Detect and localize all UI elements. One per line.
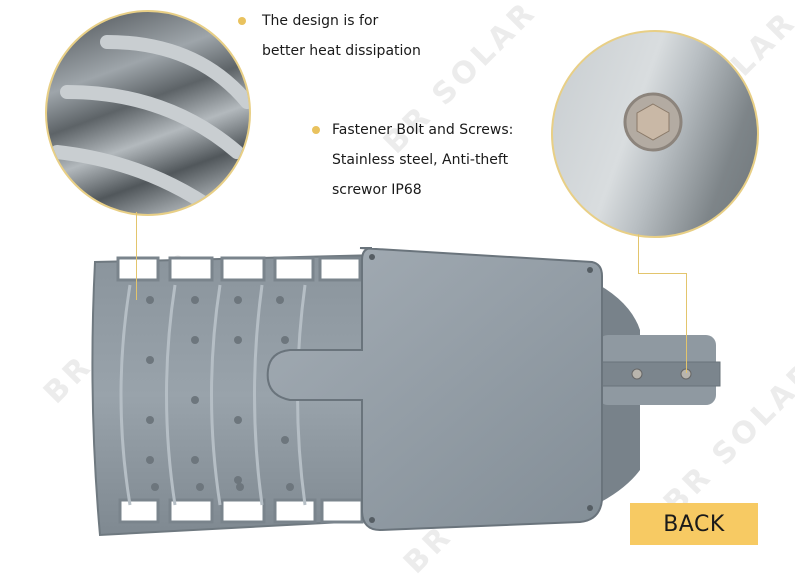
fins-detail-circle — [45, 10, 251, 216]
callout-line: The design is for — [262, 13, 379, 29]
bolt-detail-image — [623, 92, 683, 152]
bolt-leader-line — [686, 273, 687, 373]
callout-fastener: Fastener Bolt and Screws: Stainless stee… — [332, 115, 513, 205]
bolt-leader-line — [638, 234, 639, 274]
bullet-icon — [238, 17, 246, 25]
callout-line: Stainless steel, Anti-theft — [332, 152, 509, 168]
callout-line: Fastener Bolt and Screws: — [332, 122, 514, 138]
street-light-housing-image — [91, 247, 721, 537]
back-button[interactable]: BACK — [630, 503, 758, 545]
fins-leader-line — [136, 212, 137, 300]
bullet-icon — [312, 126, 320, 134]
bolt-leader-line — [638, 273, 686, 274]
bolt-detail-circle — [551, 30, 759, 238]
callout-line: better heat dissipation — [262, 43, 421, 59]
back-button-label: BACK — [663, 511, 725, 537]
callout-line: screwor IP68 — [332, 182, 422, 198]
callout-heat-dissipation: The design is for better heat dissipatio… — [262, 6, 421, 66]
fins-detail-image — [50, 35, 249, 214]
